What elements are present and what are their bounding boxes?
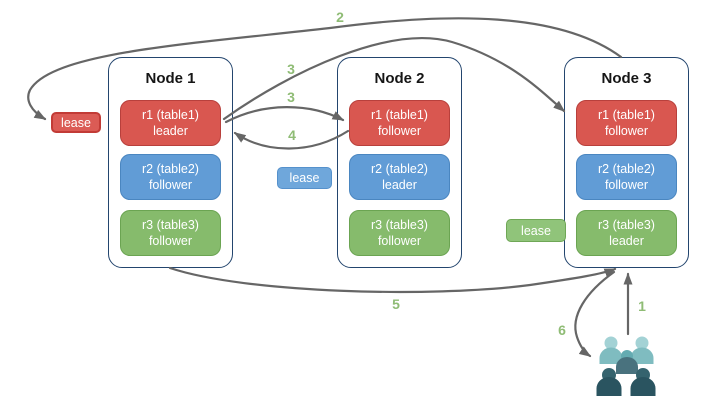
node-3-range-r3: r3 (table3) leader	[576, 210, 677, 256]
users-icon	[596, 336, 656, 396]
node-3-range-r2: r2 (table2) follower	[576, 154, 677, 200]
range-role: leader	[382, 178, 417, 192]
lease-tag-green: lease	[506, 219, 566, 242]
range-role: follower	[377, 124, 422, 138]
lease-tag-blue: lease	[277, 167, 332, 189]
node-2-range-r1: r1 (table1) follower	[349, 100, 450, 146]
range-role: follower	[604, 124, 649, 138]
node-1-box: Node 1 r1 (table1) leader r2 (table2) fo…	[108, 57, 233, 268]
node-3-box: Node 3 r1 (table1) follower r2 (table2) …	[564, 57, 689, 268]
node-1-range-r1: r1 (table1) leader	[120, 100, 221, 146]
range-role: follower	[604, 178, 649, 192]
arrow-step-3-to-node2	[224, 106, 345, 124]
range-name: r3 (table3)	[598, 217, 655, 232]
lease-tag-red: lease	[51, 112, 101, 133]
node-1-title: Node 1	[145, 70, 196, 87]
node-1-range-r2: r2 (table2) follower	[120, 154, 221, 200]
node-2-box: Node 2 r1 (table1) follower r2 (table2) …	[337, 57, 462, 268]
step-label-2: 2	[336, 9, 344, 25]
range-name: r3 (table3)	[371, 217, 428, 232]
range-role: leader	[153, 124, 188, 138]
node-3-title: Node 3	[601, 70, 652, 87]
range-name: r1 (table1)	[371, 107, 428, 122]
node-1-range-r3: r3 (table3) follower	[120, 210, 221, 256]
range-role: leader	[609, 234, 644, 248]
arrow-step-5	[168, 266, 617, 294]
range-name: r3 (table3)	[142, 217, 199, 232]
range-name: r1 (table1)	[598, 107, 655, 122]
step-label-3b: 3	[287, 89, 295, 105]
range-name: r2 (table2)	[371, 161, 428, 176]
range-name: r2 (table2)	[598, 161, 655, 176]
step-label-1: 1	[638, 298, 646, 314]
range-name: r1 (table1)	[142, 107, 199, 122]
node-3-range-r1: r1 (table1) follower	[576, 100, 677, 146]
range-name: r2 (table2)	[142, 161, 199, 176]
step-label-4: 4	[288, 127, 296, 143]
step-label-5: 5	[392, 296, 400, 312]
node-2-range-r2: r2 (table2) leader	[349, 154, 450, 200]
step-label-3a: 3	[287, 61, 295, 77]
arrow-step-6	[574, 270, 616, 358]
range-role: follower	[148, 234, 193, 248]
range-role: follower	[148, 178, 193, 192]
range-role: follower	[377, 234, 422, 248]
node-2-title: Node 2	[374, 70, 425, 87]
node-2-range-r3: r3 (table3) follower	[349, 210, 450, 256]
step-label-6: 6	[558, 322, 566, 338]
